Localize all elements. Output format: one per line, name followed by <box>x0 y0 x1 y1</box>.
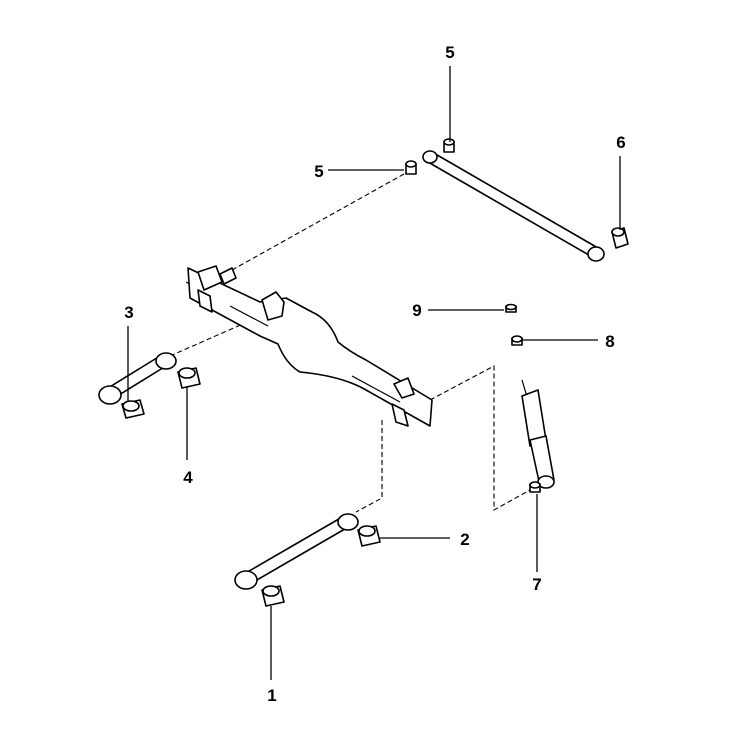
bushing-7 <box>529 481 541 493</box>
leader-lines <box>127 66 621 680</box>
callout-5-lower: 5 <box>314 162 323 181</box>
left-control-arm <box>98 352 177 405</box>
shock-absorber <box>521 379 555 489</box>
callout-3: 3 <box>124 303 133 322</box>
callout-9: 9 <box>412 301 421 320</box>
bushing-6 <box>611 227 629 249</box>
lower-control-arm <box>234 513 359 590</box>
bushing-2 <box>357 525 381 547</box>
bushing-5-lower <box>405 160 417 175</box>
callout-7: 7 <box>532 575 541 594</box>
callout-labels: 1 2 3 4 5 5 6 7 8 9 <box>124 43 625 705</box>
bushing-1 <box>261 585 285 607</box>
bushing-9 <box>505 303 517 313</box>
callout-1: 1 <box>267 686 276 705</box>
bushing-4 <box>177 367 201 389</box>
bushing-3 <box>121 399 145 419</box>
callout-5-upper: 5 <box>445 43 454 62</box>
callout-8: 8 <box>605 332 614 351</box>
callout-6: 6 <box>616 133 625 152</box>
callout-4: 4 <box>183 468 193 487</box>
rear-axle-housing <box>187 265 433 427</box>
bushing-5-upper <box>443 138 455 153</box>
upper-lateral-rod <box>422 150 605 262</box>
callout-2: 2 <box>460 530 469 549</box>
assembly-guide-lines <box>169 173 531 513</box>
bushing-8 <box>511 335 523 346</box>
